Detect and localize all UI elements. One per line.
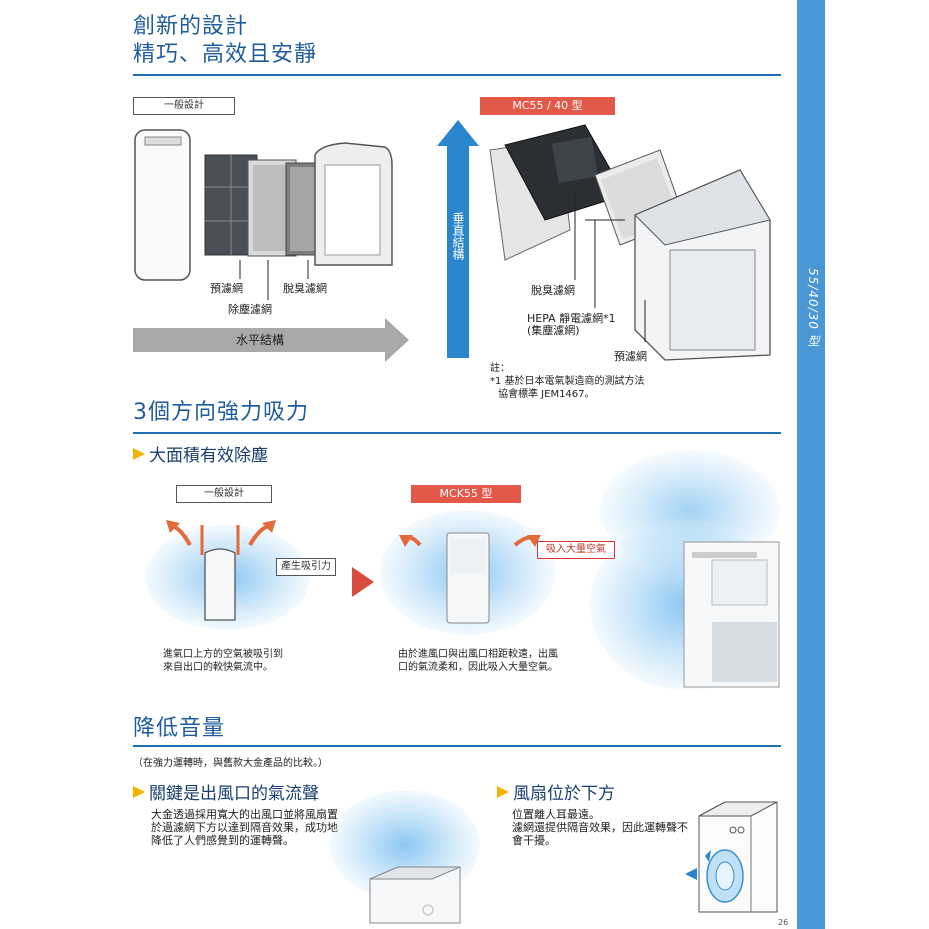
section3-left-heading-text: 關鍵是出風口的氣流聲 xyxy=(149,784,319,804)
conventional-design-tag: 一般設計 xyxy=(133,97,235,115)
side-model-label: 55/40/30 型 xyxy=(806,268,820,348)
pre-filter-label: 預濾網 xyxy=(210,282,243,295)
chevron-right-icon xyxy=(133,786,145,798)
vertical-structure-label: 垂直結構 xyxy=(451,212,465,260)
horizontal-arrow xyxy=(133,318,409,362)
section3-right-heading: 風扇位於下方 xyxy=(497,779,615,804)
section3-right-line1: 位置離人耳最遠。 xyxy=(512,808,600,821)
conventional-text-line2: 來自出口的較快氣流中。 xyxy=(163,662,273,673)
section2-subheading-text: 大面積有效除塵 xyxy=(149,446,268,466)
section1-rule xyxy=(133,74,781,76)
mc-hepa-filter-label: HEPA 靜電濾網*1 xyxy=(527,312,616,325)
page-number: 26 xyxy=(778,918,789,927)
mck-model-tag: MCK55 型 xyxy=(411,485,521,503)
section3-right-line2: 濾網還提供隔音效果，因此運轉聲不 xyxy=(512,821,688,834)
vertical-arrow xyxy=(437,120,479,358)
side-bar xyxy=(797,0,825,929)
section2-subheading: 大面積有效除塵 xyxy=(133,441,268,466)
mck-text-line2: 口的氣流柔和，因此吸入大量空氣。 xyxy=(398,662,558,673)
mc-model-tag: MC55 / 40 型 xyxy=(480,97,615,115)
section3-title: 降低音量 xyxy=(133,716,226,741)
section3-left-line3: 降低了人們感覺到的運轉聲。 xyxy=(151,834,294,847)
mck-text-line1: 由於進風口與出風口相距較遠，出風 xyxy=(398,649,558,660)
mck55-large-unit xyxy=(683,541,780,688)
section3-left-line2: 於過濾網下方以達到隔音效果，成功地 xyxy=(151,821,338,834)
outlet-unit-top xyxy=(369,866,461,924)
note-title: 註： xyxy=(490,363,510,374)
section3-left-heading: 關鍵是出風口的氣流聲 xyxy=(133,779,319,804)
suction-callout: 產生吸引力 xyxy=(276,558,336,576)
mc-hepa-filter-sublabel: (集塵濾網) xyxy=(527,324,580,337)
section3-left-line1: 大金透過採用寬大的出風口並將風扇置 xyxy=(151,808,338,821)
conventional-unit-body xyxy=(134,129,191,281)
conventional-filter-illustration xyxy=(134,129,393,281)
section3-right-line3: 會干擾。 xyxy=(512,834,556,847)
section2-rule xyxy=(133,432,781,434)
section3-rule xyxy=(133,745,781,747)
deodor-filter-label: 脫臭濾網 xyxy=(283,282,327,295)
conventional-text-line1: 進氣口上方的空氣被吸引到 xyxy=(163,649,283,660)
section1-title-line1: 創新的設計 xyxy=(133,14,249,39)
conventional-tag-2: 一般設計 xyxy=(176,485,272,503)
intake-callout: 吸入大量空氣 xyxy=(537,541,615,559)
mc-deodor-filter-label: 脫臭濾網 xyxy=(531,284,575,297)
horizontal-structure-label: 水平結構 xyxy=(236,333,285,347)
conventional-unit-panel xyxy=(144,136,182,146)
note-line2: 協會標準 JEM1467。 xyxy=(498,389,595,400)
section3-remark: （在強力運轉時，與舊款大金產品的比較。） xyxy=(133,758,328,769)
chevron-right-icon xyxy=(133,448,145,460)
dust-filter-label: 除塵濾網 xyxy=(228,303,272,316)
mc-pre-filter-label: 預濾網 xyxy=(614,350,647,363)
chevron-right-icon xyxy=(497,786,509,798)
section2-title: 3個方向強力吸力 xyxy=(133,400,309,425)
mck-airflow-illustration xyxy=(399,532,541,624)
section1-title-line2: 精巧、高效且安靜 xyxy=(133,42,318,67)
fan-icon xyxy=(706,849,744,903)
note-line1: *1 基於日本電氣製造商的測試方法 xyxy=(490,376,645,387)
section3-right-heading-text: 風扇位於下方 xyxy=(513,784,615,804)
mc55-unit-body xyxy=(634,169,771,361)
comparison-arrow-icon xyxy=(352,567,374,597)
mc55-filter-illustration xyxy=(489,124,771,361)
fan-position-diagram xyxy=(685,801,778,913)
conventional-airflow-illustration xyxy=(166,520,276,621)
conventional-filter-leaders xyxy=(239,260,309,300)
